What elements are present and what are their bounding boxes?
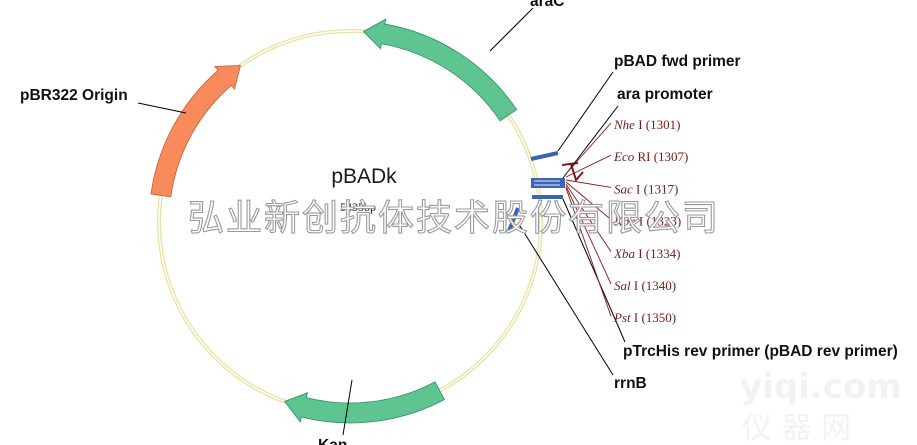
kan-leader-line	[342, 379, 353, 436]
restriction-site-leader-line	[565, 183, 612, 253]
pbr322-origin-label: pBR322 Origin	[20, 87, 128, 104]
restriction-site-leader-line	[565, 154, 612, 178]
ara-promoter-mark[interactable]	[531, 178, 565, 188]
restriction-site-label: Nhe I (1301)	[613, 117, 680, 132]
ptrchis-rev-primer-label: pTrcHis rev primer (pBAD rev primer)	[623, 343, 898, 360]
ara-promoter-label: ara promoter	[617, 86, 713, 103]
rrnb-leader-line	[519, 225, 614, 376]
pbr322-origin-feature-arrow[interactable]	[150, 65, 241, 198]
restriction-site-label: Eco RI (1307)	[613, 149, 688, 164]
company-watermark: 弘业新创抗体技术股份有限公司	[188, 198, 720, 239]
pbad-fwd-primer-label: pBAD fwd primer	[614, 53, 741, 70]
arac-leader-line	[489, 7, 534, 52]
arac-label: araC	[530, 0, 564, 10]
pbad-fwd-primer-mark[interactable]	[530, 151, 559, 161]
restriction-site-leader-line	[565, 185, 612, 285]
pbr322-origin-leader-line	[137, 102, 187, 114]
site-cn-watermark: 仪 器 网	[742, 411, 851, 445]
restriction-site-leader-line	[565, 181, 612, 220]
restriction-site-label: Kpn I (1323)	[613, 214, 681, 229]
rrnb-mark[interactable]	[507, 207, 520, 232]
restriction-site-leader-line	[565, 179, 612, 188]
pbad-fwd-primer-leader-line	[557, 71, 614, 152]
restriction-site-label: Xba I (1334)	[613, 246, 680, 261]
restriction-site-leader-lines	[564, 122, 612, 317]
kan-feature-arrow[interactable]	[284, 381, 445, 424]
ara-promoter-leader-line	[562, 105, 619, 179]
rrnb-label: rrnB	[614, 375, 647, 392]
restriction-site-label: Pst I (1350)	[613, 310, 676, 325]
restriction-site-label: Sac I (1317)	[614, 181, 678, 196]
restriction-site-leader-line	[564, 122, 612, 176]
ptrchis-rev-primer-leader-line	[562, 198, 626, 343]
kan-label: Kan	[318, 437, 347, 445]
arac-feature-arrow[interactable]	[362, 18, 518, 122]
site-watermark: yiqi.com	[740, 367, 902, 407]
plasmid-size: 5435bp	[340, 200, 376, 214]
plasmid-name: pBADk	[331, 165, 397, 188]
restriction-site-label: Sal I (1340)	[614, 278, 676, 293]
restriction-site-leader-line	[565, 187, 612, 317]
